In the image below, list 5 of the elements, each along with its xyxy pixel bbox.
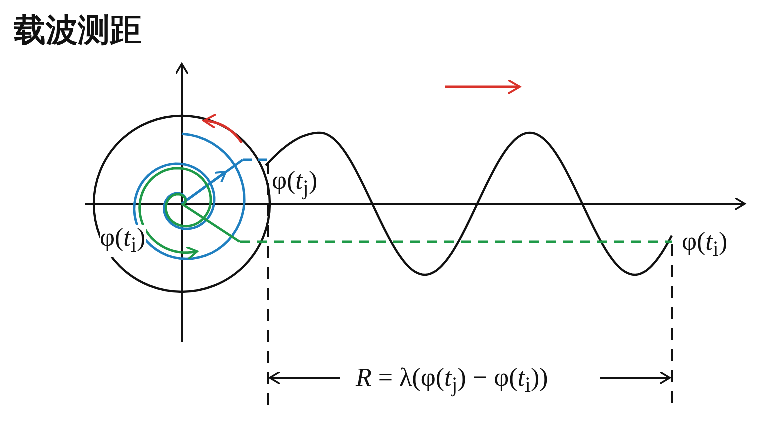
range-formula: R = λ(φ(t$_{j}$) − φ(t$_{i}$)) — [356, 365, 548, 397]
title: 载波测距 — [14, 14, 142, 46]
phase-label: φ(t$_{j}$) — [272, 168, 318, 200]
phase-label: φ(t$_{i}$) — [100, 225, 146, 257]
phase-label: φ(t$_{i}$) — [682, 229, 728, 261]
